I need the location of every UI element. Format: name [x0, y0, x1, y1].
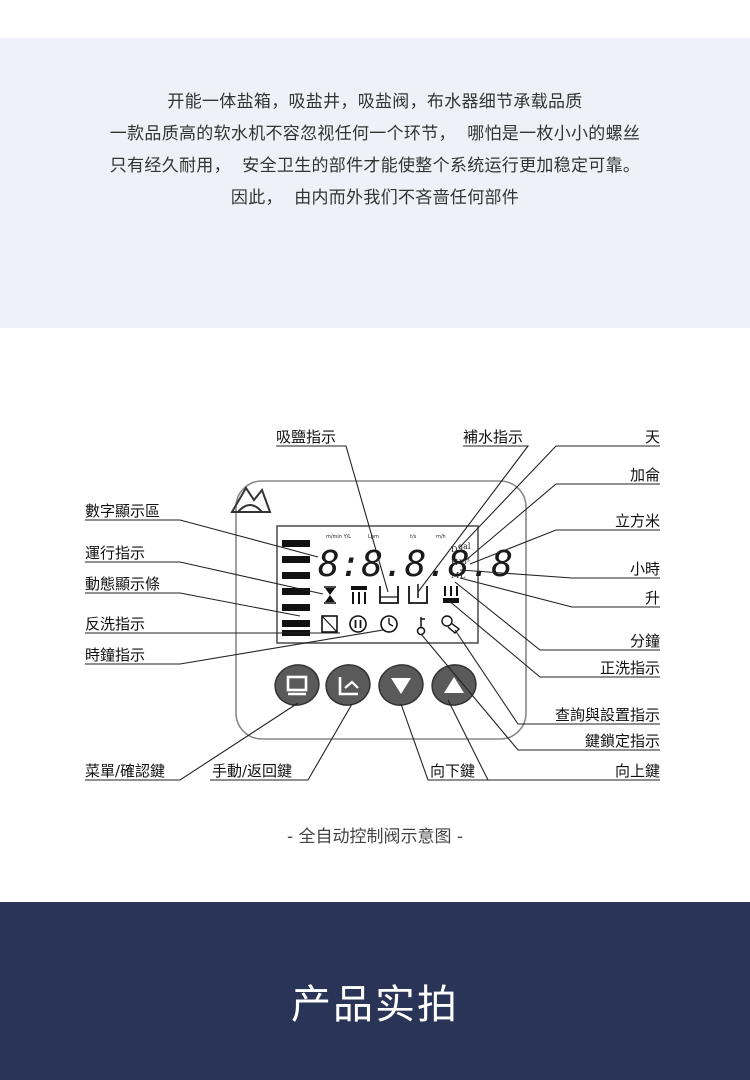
label-up-key: 向上鍵	[615, 762, 660, 780]
lcd-panel	[276, 525, 479, 644]
down-key-button[interactable]	[375, 661, 426, 709]
unit-l: L	[460, 571, 466, 580]
up-key-button[interactable]	[428, 661, 479, 709]
clock-icon	[380, 615, 398, 633]
leader-lines	[85, 445, 660, 781]
diagram-svg: m/min Y/L Lpm t/s m/h 8:8.8.8.8 D gal H …	[85, 428, 660, 781]
label-menu-confirm: 菜單/確認鍵	[85, 762, 165, 780]
unit-h: H	[451, 558, 458, 567]
intro-line: 因此， 由内而外我们不吝啬任何部件	[230, 188, 520, 208]
label-liter: 升	[645, 589, 660, 607]
water-refill-icon	[408, 584, 428, 604]
down-triangle-icon	[391, 678, 411, 694]
label-key-lock: 鍵鎖定指示	[585, 732, 660, 750]
label-dynamic-bar: 動態顯示條	[85, 575, 160, 593]
menu-confirm-icon	[286, 675, 308, 696]
hourglass-icon	[324, 586, 336, 604]
label-cubic-meter: 立方米	[615, 512, 660, 530]
diagram-caption: - 全自动控制阀示意图 -	[286, 827, 464, 847]
unit-m: M	[451, 571, 459, 580]
intro-text: 开能一体盐箱，吸盐井，吸盐阀，布水器细节承载品质 一款品质高的软水机不容忽视任何…	[0, 86, 750, 214]
manual-return-icon	[338, 677, 359, 696]
lcd-small-label: m/h	[436, 534, 446, 540]
unit-gal: gal	[458, 542, 471, 551]
lcd-small-label: m/min Y/L	[326, 534, 351, 540]
footer-banner	[0, 902, 750, 1080]
label-clock: 時鐘指示	[85, 646, 145, 664]
brand-logo-icon	[230, 486, 272, 513]
forward-wash-icon	[443, 586, 459, 603]
label-down-key: 向下鍵	[430, 762, 475, 780]
intro-line: 只有经久耐用， 安全卫生的部件才能使整个系统运行更加稳定可靠。	[109, 156, 641, 176]
control-valve-diagram: m/min Y/L Lpm t/s m/h 8:8.8.8.8 D gal H …	[0, 328, 750, 902]
footer-title: 产品实拍	[291, 982, 459, 1028]
query-icon	[441, 615, 461, 634]
unit-m3: m³	[459, 557, 470, 566]
intro-section	[0, 38, 750, 328]
manual-return-button[interactable]	[322, 661, 373, 709]
lcd-digits: 8:8.8.8.8	[318, 544, 513, 585]
label-manual-return: 手動/返回鍵	[212, 762, 292, 780]
label-minute: 分鐘	[630, 632, 660, 650]
top-strip	[0, 0, 750, 38]
menu-confirm-button[interactable]	[271, 661, 322, 709]
label-forward-wash: 正洗指示	[600, 659, 660, 677]
label-gallon: 加侖	[630, 466, 660, 484]
label-salt-suction: 吸鹽指示	[276, 428, 336, 446]
label-digit-area: 數字顯示區	[85, 502, 160, 520]
up-triangle-icon	[444, 677, 464, 693]
salt-suction-icon	[379, 586, 399, 604]
label-day: 天	[645, 428, 660, 446]
lcd-small-label: Lpm	[368, 534, 379, 540]
lcd-small-label: t/s	[410, 534, 417, 540]
salt-tank-icon	[321, 615, 338, 633]
label-running: 運行指示	[85, 544, 145, 562]
label-hour: 小時	[630, 560, 660, 578]
label-query-setting: 查詢與設置指示	[555, 706, 660, 724]
label-water-refill: 補水指示	[463, 428, 523, 446]
intro-line: 一款品质高的软水机不容忽视任何一个环节， 哪怕是一枚小小的螺丝	[109, 124, 641, 144]
unit-d: D	[451, 545, 457, 554]
intro-line: 开能一体盐箱，吸盐井，吸盐阀，布水器细节承载品质	[167, 92, 583, 112]
pause-icon	[349, 615, 367, 633]
label-backwash: 反洗指示	[85, 615, 145, 633]
backwash-icon	[351, 586, 367, 604]
